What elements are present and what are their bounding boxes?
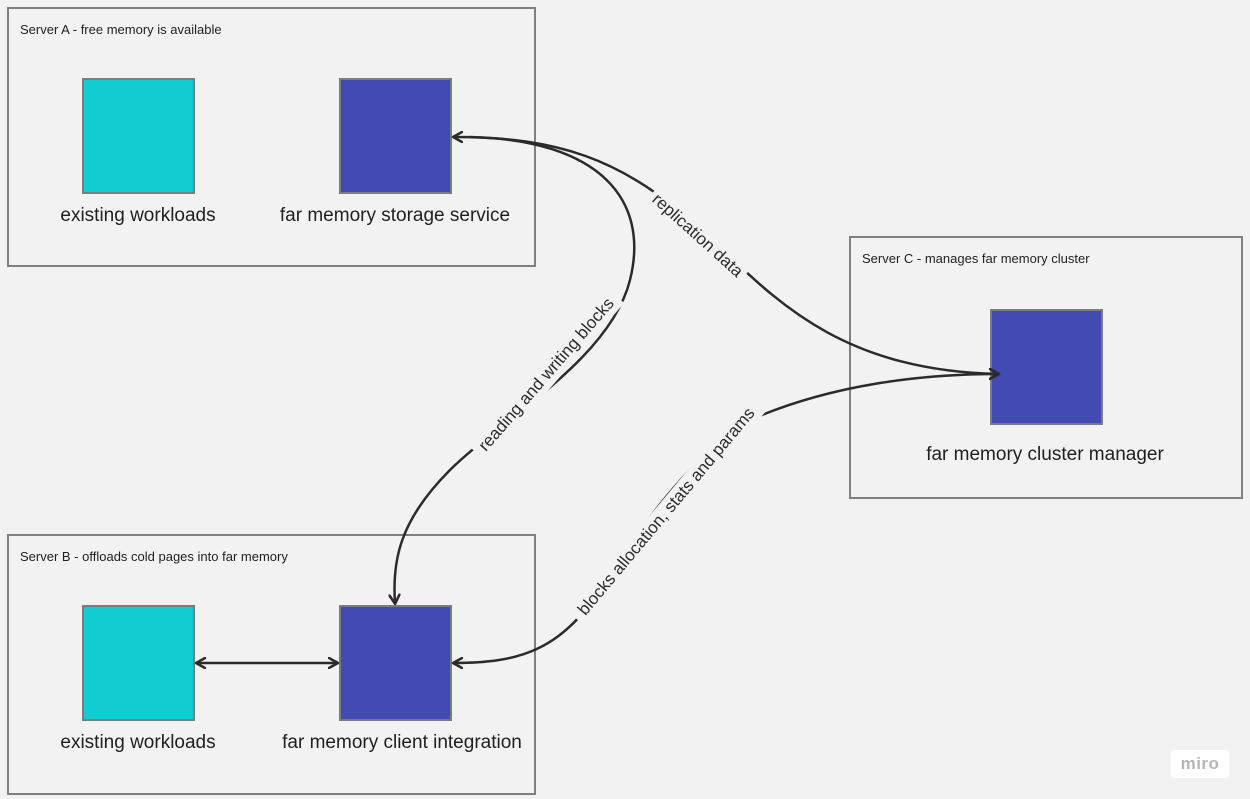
blocks-allocation-label: blocks allocation, stats and params	[574, 404, 759, 619]
server-a-workloads-node[interactable]	[82, 78, 195, 194]
blocks-allocation-connector[interactable]	[454, 374, 998, 663]
server-b-title: Server B - offloads cold pages into far …	[20, 549, 288, 564]
server-b-workloads-label: existing workloads	[60, 732, 216, 753]
far-memory-storage-service-node[interactable]	[339, 78, 452, 194]
server-a-title: Server A - free memory is available	[20, 22, 222, 37]
server-a-workloads-label: existing workloads	[60, 205, 216, 226]
far-memory-client-integration-node[interactable]	[339, 605, 452, 721]
far-memory-client-integration-label: far memory client integration	[282, 732, 522, 753]
server-b-workloads-node[interactable]	[82, 605, 195, 721]
replication-data-label: replication data	[648, 190, 747, 282]
reading-writing-blocks-connector[interactable]	[394, 135, 636, 603]
miro-watermark-logo: miro	[1171, 750, 1229, 778]
reading-writing-blocks-label: reading and writing blocks	[475, 294, 618, 455]
